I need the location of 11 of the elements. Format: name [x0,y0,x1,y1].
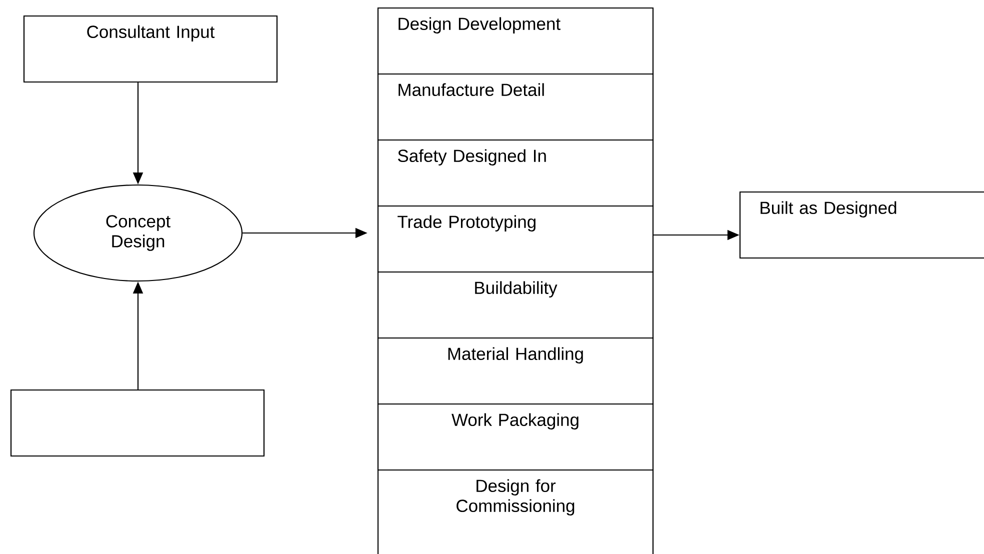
stack-cell: Trade Prototyping [377,205,654,273]
stack-cell: Buildability [377,271,654,339]
process-box: Built as Designed [739,191,984,259]
stack-cell: Design for Commissioning [377,469,654,554]
stack-cell: Design Development [377,7,654,75]
stack-cell: Work Packaging [377,403,654,471]
process-box [10,389,265,457]
stack-cell: Manufacture Detail [377,73,654,141]
stack-cell: Safety Designed In [377,139,654,207]
process-box: Consultant Input [23,15,278,83]
stack-cell: Material Handling [377,337,654,405]
